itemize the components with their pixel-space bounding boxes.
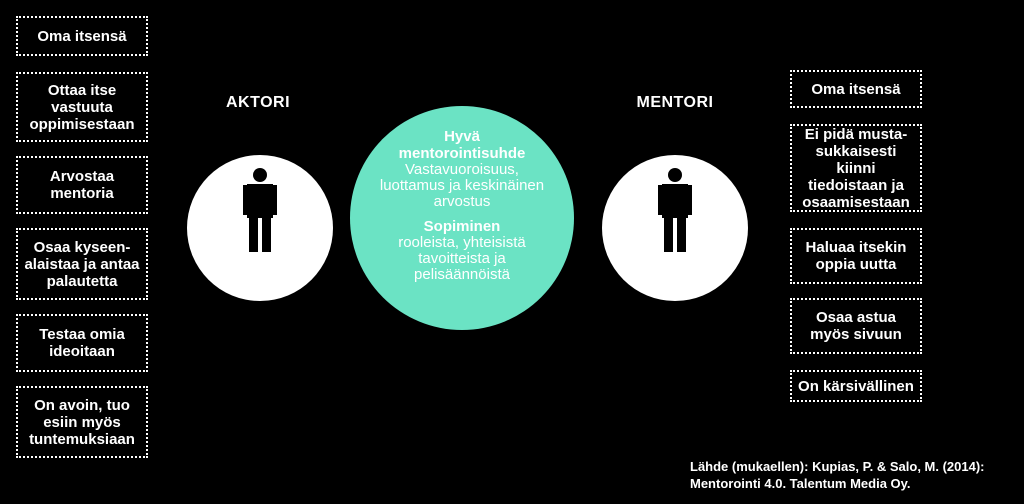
aktori-item-6: On avoin, tuo esiin myös tuntemuksiaan [16,386,148,458]
aktori-item-4: Osaa kyseen- alaistaa ja antaa palautett… [16,228,148,300]
person-icon [243,168,277,252]
aktori-item-1: Oma itsensä [16,16,148,56]
mentori-item-1: Oma itsensä [790,70,922,108]
aktori-person-circle [187,155,333,301]
mentori-item-3: Haluaa itsekin oppia uutta [790,228,922,284]
aktori-title: AKTORI [225,94,291,111]
aktori-item-3: Arvostaa mentoria [16,156,148,214]
mentoring-relationship-circle: Hyvä mentorointisuhde Vastavuoroisuus, l… [350,106,574,330]
mentori-item-2: Ei pidä musta- sukkaisesti kiinni tiedoi… [790,124,922,212]
mentori-person-circle [602,155,748,301]
aktori-item-5: Testaa omia ideoitaan [16,314,148,372]
mentori-item-5: On kärsivällinen [790,370,922,402]
center-text-reciprocity: Vastavuoroisuus, luottamus ja keskinäine… [379,161,545,210]
center-heading-good-relationship: Hyvä mentorointisuhde [398,128,526,162]
aktori-item-2: Ottaa itse vastuuta oppimisestaan [16,72,148,142]
person-icon [658,168,692,252]
source-citation: Lähde (mukaellen): Kupias, P. & Salo, M.… [690,459,985,491]
center-text-roles: rooleista, yhteisistä tavoitteista ja pe… [398,234,526,283]
mentori-item-4: Osaa astua myös sivuun [790,298,922,354]
mentori-title: MENTORI [636,94,714,111]
center-heading-agreement: Sopiminen [423,218,501,235]
